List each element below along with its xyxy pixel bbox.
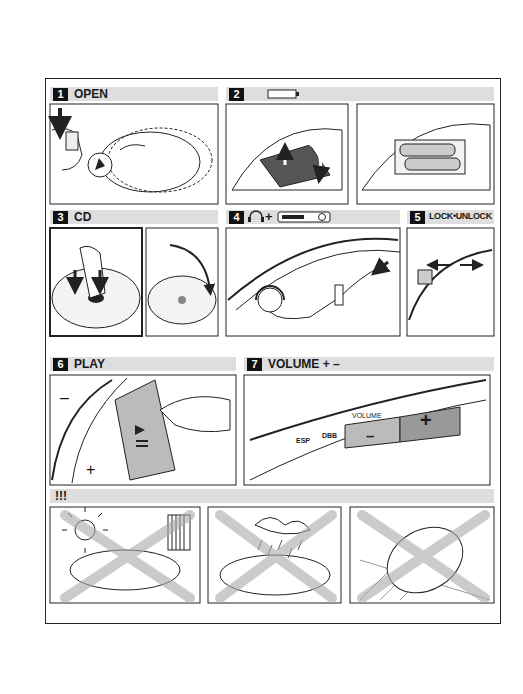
warning-title: !!! [55,490,67,502]
step-number-text: 6 [57,358,63,370]
step-number-text: 2 [233,88,239,100]
step-title: CD [74,211,91,223]
button-label: DBB [322,432,337,439]
step-number: 6 [53,358,68,371]
step-number: 2 [229,88,244,101]
button-label: – [60,390,69,406]
button-label: + [420,410,432,430]
step-number-text: 5 [414,211,420,223]
step-number: 1 [53,88,68,101]
button-label: + [86,462,95,478]
step-number: 3 [53,211,68,224]
step-number: 7 [247,358,262,371]
step-number-text: 3 [57,211,63,223]
step-title: PLAY [74,358,105,370]
step-title: VOLUME + – [268,358,340,370]
step-title: LOCK•UNLOCK [429,212,492,221]
button-label: VOLUME [352,412,382,419]
button-label: – [366,428,374,443]
step-number-text: 4 [233,211,239,223]
step-number-text: 1 [57,88,63,100]
button-label: ESP [296,437,310,444]
step-number: 4 [229,211,244,224]
step-number-text: 7 [251,358,257,370]
step-title: OPEN [74,88,108,100]
step-title: + [265,210,273,223]
step-number: 5 [410,211,425,224]
